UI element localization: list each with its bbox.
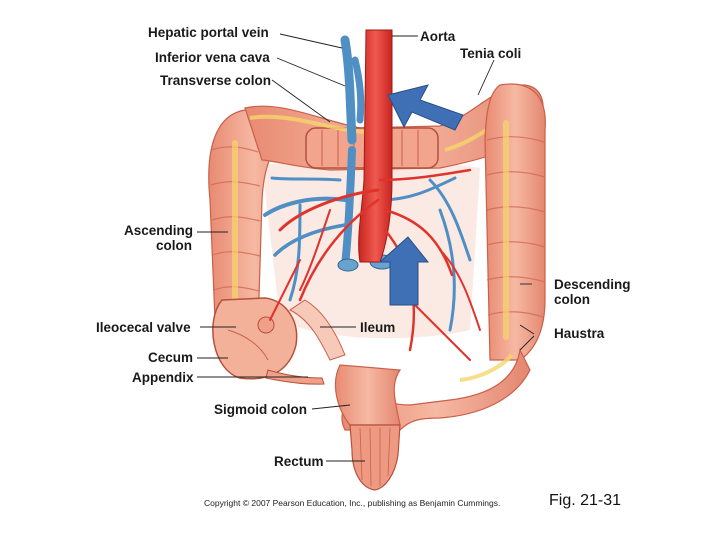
descending-colon [484,83,546,361]
label-tenia-coli: Tenia coli [460,46,522,61]
arrow-icon [387,84,464,131]
figure-number: Fig. 21-31 [549,492,622,509]
label-appendix: Appendix [132,370,194,385]
label-transverse-colon: Transverse colon [160,73,272,88]
label-ileum: Ileum [360,320,396,335]
label-ascending-colon: Ascending [124,223,194,238]
leader-lines [197,33,535,462]
copyright-text: Copyright © 2007 Pearson Education, Inc.… [204,498,501,508]
rectum [349,424,401,491]
label-hepatic-portal-vein: Hepatic portal vein [148,25,269,40]
label-descending-colon-2: colon [554,292,590,307]
label-inferior-vena-cava: Inferior vena cava [155,50,270,65]
ileum [289,299,346,361]
sigmoid-colon [334,348,531,431]
arteries [269,168,481,361]
cecum [212,297,298,380]
label-haustra: Haustra [554,326,605,341]
label-aorta: Aorta [420,29,456,44]
arrow-icon [378,236,430,306]
label-ascending-colon-2: colon [156,238,192,253]
vein-cross-section [337,258,359,272]
label-rectum: Rectum [274,454,324,469]
label-descending-colon: Descending [554,277,631,292]
label-cecum: Cecum [148,350,194,365]
label-ileocecal-valve: Ileocecal valve [96,320,191,335]
label-sigmoid-colon: Sigmoid colon [214,402,307,417]
